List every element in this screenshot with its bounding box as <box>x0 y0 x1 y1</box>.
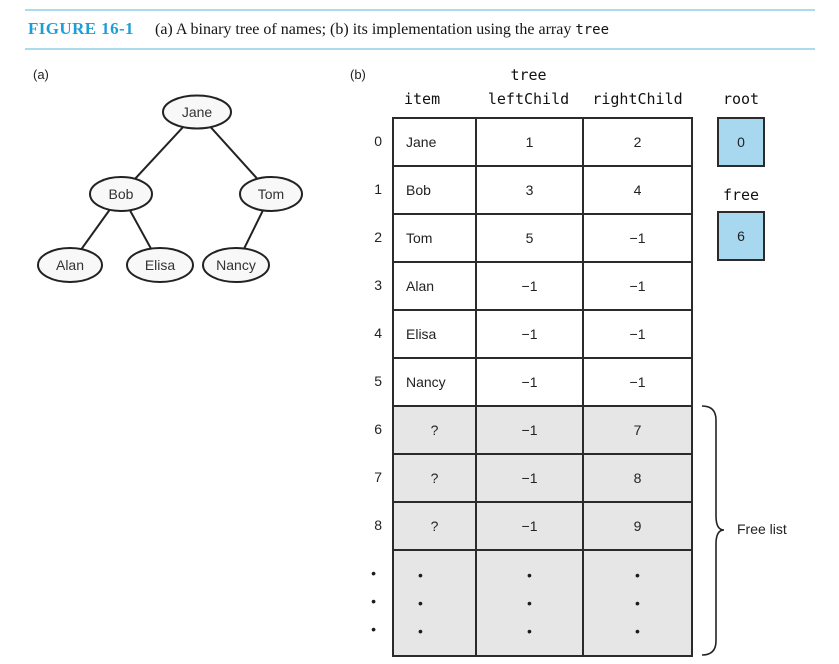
row-index-4: 4 <box>374 325 382 341</box>
table-row: Tom 5 −1 <box>394 215 691 263</box>
tree-node-alan: Alan <box>37 247 103 283</box>
cell-rightchild: 8 <box>633 470 642 486</box>
cell-rightchild: −1 <box>629 230 646 246</box>
table-row: Nancy −1 −1 <box>394 359 691 407</box>
table-row: Alan −1 −1 <box>394 263 691 311</box>
table-row-free: ? −1 9 <box>394 503 691 551</box>
cell-rightchild: 9 <box>633 518 642 534</box>
table-row-free: ? −1 7 <box>394 407 691 455</box>
cell-leftchild: 3 <box>477 167 584 213</box>
cell-item-dots: • • • <box>394 551 477 655</box>
cell-rightchild: −1 <box>629 326 646 342</box>
tom-ellipse <box>239 176 303 212</box>
jane-ellipse <box>162 94 232 130</box>
alan-ellipse <box>37 247 103 283</box>
column-header-leftchild: leftChild <box>487 90 570 108</box>
free-pointer-box: 6 <box>717 211 765 261</box>
cell-rightchild: 4 <box>633 182 642 198</box>
cell-leftchild: −1 <box>477 263 584 309</box>
caption-array-name: tree <box>575 22 610 38</box>
cell-leftchild: −1 <box>477 455 584 501</box>
cell-leftchild: −1 <box>477 359 584 405</box>
jane-label: Jane <box>182 104 213 120</box>
cell-item: Tom <box>394 215 477 261</box>
cell-item: ? <box>394 503 477 549</box>
table-row: Bob 3 4 <box>394 167 691 215</box>
alan-label: Alan <box>56 257 84 273</box>
tree-array-table: Jane 1 2 Bob 3 4 Tom 5 −1 Alan −1 −1 Eli… <box>392 117 693 657</box>
cell-leftchild: 5 <box>477 215 584 261</box>
top-rule <box>25 9 815 11</box>
cell-leftchild: −1 <box>477 503 584 549</box>
cell-item: Nancy <box>394 359 477 405</box>
cell-leftchild: −1 <box>477 311 584 357</box>
cell-item: ? <box>394 455 477 501</box>
cell-rightchild: −1 <box>629 374 646 390</box>
cell-rightchild: −1 <box>629 278 646 294</box>
bob-ellipse <box>89 176 153 212</box>
table-row-continuation: • • • • • • • • • <box>394 551 691 655</box>
panel-b-label: (b) <box>350 67 366 82</box>
cell-rightchild: 2 <box>633 134 642 150</box>
cell-leftchild: −1 <box>477 407 584 453</box>
elisa-label: Elisa <box>145 257 176 273</box>
row-index-8: 8 <box>374 517 382 533</box>
cell-item: ? <box>394 407 477 453</box>
row-index-3: 3 <box>374 277 382 293</box>
root-pointer-label: root <box>722 90 760 108</box>
nancy-ellipse <box>202 247 270 283</box>
cell-item: Elisa <box>394 311 477 357</box>
cell-item: Alan <box>394 263 477 309</box>
tree-node-bob: Bob <box>89 176 153 212</box>
column-header-rightchild: rightChild <box>592 90 683 108</box>
tree-node-jane: Jane <box>162 94 232 130</box>
cell-rightchild-dots: • • • <box>635 567 640 639</box>
index-continuation-dots: • • • <box>371 565 376 637</box>
nancy-label: Nancy <box>216 257 256 273</box>
cell-rightchild: 7 <box>633 422 642 438</box>
bob-label: Bob <box>109 186 134 202</box>
tree-node-tom: Tom <box>239 176 303 212</box>
row-index-0: 0 <box>374 133 382 149</box>
row-index-7: 7 <box>374 469 382 485</box>
row-index-5: 5 <box>374 373 382 389</box>
figure-label: FIGURE 16-1 <box>28 19 134 38</box>
column-header-item: item <box>404 90 441 108</box>
root-pointer-box: 0 <box>717 117 765 167</box>
figure-caption: (a) A binary tree of names; (b) its impl… <box>155 21 609 39</box>
table-row: Elisa −1 −1 <box>394 311 691 359</box>
free-list-brace <box>701 405 725 656</box>
cell-leftchild: 1 <box>477 119 584 165</box>
bottom-rule <box>25 48 815 50</box>
row-index-2: 2 <box>374 229 382 245</box>
panel-a-label: (a) <box>33 67 49 82</box>
table-row: Jane 1 2 <box>394 119 691 167</box>
array-title: tree <box>510 66 547 84</box>
table-row-free: ? −1 8 <box>394 455 691 503</box>
row-index-6: 6 <box>374 421 382 437</box>
cell-item: Bob <box>394 167 477 213</box>
binary-tree-diagram: Jane Bob Tom Alan Elisa Nancy <box>37 94 303 283</box>
caption-text: (a) A binary tree of names; (b) its impl… <box>155 21 572 38</box>
free-pointer-label: free <box>722 186 760 204</box>
tree-node-elisa: Elisa <box>126 247 194 283</box>
row-index-1: 1 <box>374 181 382 197</box>
elisa-ellipse <box>126 247 194 283</box>
free-list-label: Free list <box>737 521 787 537</box>
cell-leftchild-dots: • • • <box>477 551 584 655</box>
tom-label: Tom <box>258 186 284 202</box>
cell-item: Jane <box>394 119 477 165</box>
tree-node-nancy: Nancy <box>202 247 270 283</box>
